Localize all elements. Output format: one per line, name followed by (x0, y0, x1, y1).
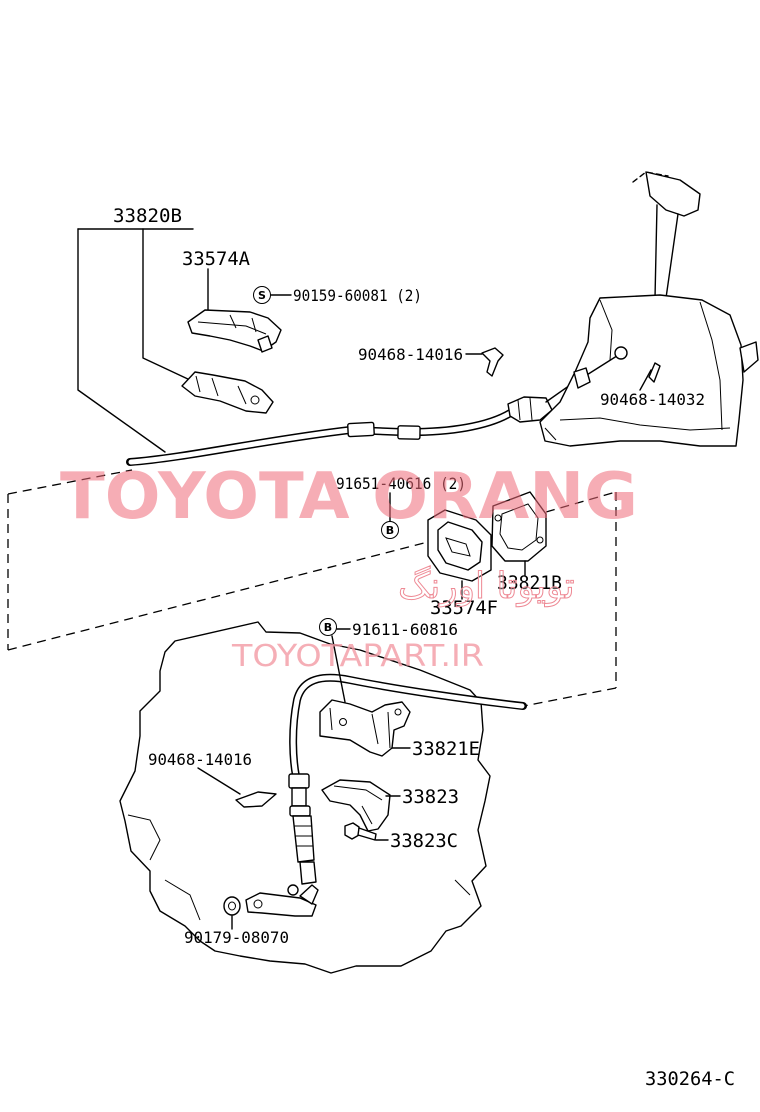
plate-33821b (491, 491, 547, 562)
watermark: TOYOTA ORANG تویوتا اورنگ TOYOTAPART.IR (60, 460, 638, 674)
label-90468-14016-lower: 90468-14016 (148, 750, 252, 769)
callout-leader-lines (197, 294, 652, 930)
label-33823c: 33823C (390, 830, 458, 852)
label-90159-60081: 90159-60081 (2) (293, 286, 422, 305)
clip-33823 (321, 779, 391, 832)
label-91611-60816: 91611-60816 (352, 620, 458, 639)
watermark-site: TOYOTAPART.IR (231, 639, 484, 674)
b-mark-symbol-lower: B (319, 618, 337, 636)
transmission-case-details (127, 814, 471, 921)
label-33820b: 33820B (113, 205, 182, 227)
watermark-brand: TOYOTA ORANG (60, 460, 638, 534)
label-33574a: 33574A (182, 248, 251, 270)
cable-end-clevis (245, 884, 319, 917)
figure-code: 330264-C (645, 1068, 735, 1090)
label-90468-14032: 90468-14032 (600, 390, 705, 409)
transmission-case-outline (119, 621, 491, 974)
label-91651-40616: 91651-40616 (2) (336, 474, 466, 493)
clamp-90468-14016-lower (235, 791, 277, 808)
clamp-90468-14032 (648, 362, 661, 383)
shift-lever-assembly (539, 171, 759, 447)
bolt-33823c (344, 822, 377, 841)
label-33574f: 33574F (430, 597, 498, 619)
label-33821e: 33821E (412, 738, 480, 760)
part-number-labels: 33820B 33574A 90159-60081 (2) 90468-1401… (113, 205, 705, 947)
label-90468-14016-upper: 90468-14016 (358, 345, 463, 364)
shift-cable-upper (126, 377, 581, 466)
label-33823: 33823 (402, 786, 459, 808)
cable-retainer-bracket (181, 371, 274, 414)
nut-90179-08070 (223, 896, 241, 916)
s-mark-text: S (258, 289, 266, 302)
b-mark-text: B (386, 524, 394, 537)
clamp-90468-14016-upper (481, 347, 504, 377)
assembly-dashed-lines (7, 469, 617, 707)
b-mark-text: B (324, 621, 332, 634)
assembly-33820b-leaders (77, 228, 209, 453)
cable-clip-33574a (187, 309, 282, 353)
s-mark-symbol: S (253, 286, 271, 304)
label-90179-08070: 90179-08070 (184, 928, 289, 947)
b-mark-symbol-upper: B (381, 521, 399, 539)
grommet-33574f (427, 509, 492, 582)
shift-cable-lower (287, 673, 527, 896)
label-33821b: 33821B (497, 572, 562, 594)
bracket-33821e (319, 699, 411, 757)
watermark-persian: تویوتا اورنگ (398, 565, 575, 607)
